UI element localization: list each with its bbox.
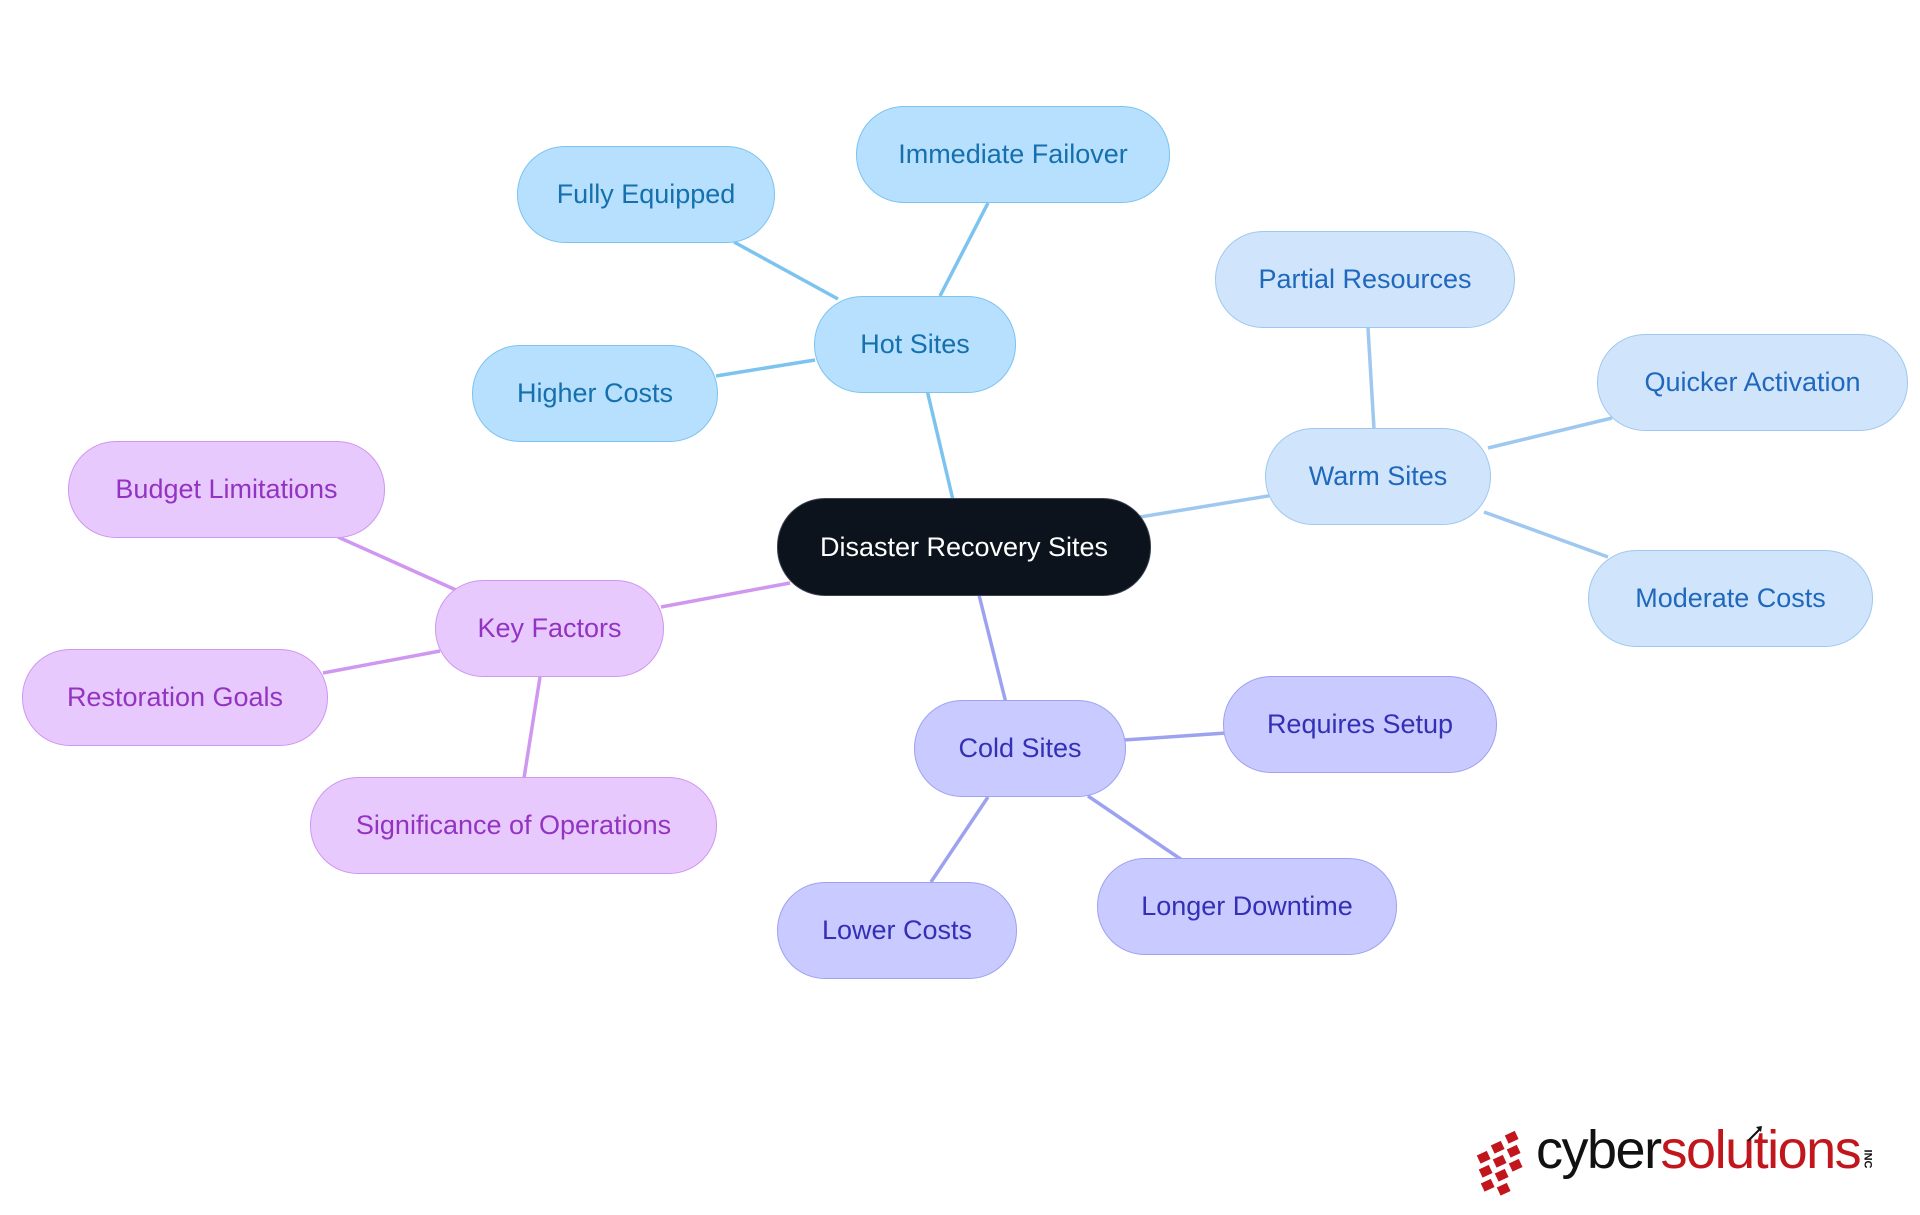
link-key-significance <box>522 676 542 779</box>
leaf-node-budget-limitations[interactable]: Budget Limitations <box>68 441 385 538</box>
logo-text-solutions: solutions <box>1660 1120 1862 1180</box>
leaf-node-requires-setup[interactable]: Requires Setup <box>1223 676 1497 773</box>
leaf-node-quicker-activation[interactable]: Quicker Activation <box>1597 334 1908 431</box>
leaf-node-partial-resources[interactable]: Partial Resources <box>1215 231 1515 328</box>
link-hot-fully-equipped <box>733 240 839 301</box>
leaf-node-moderate-costs[interactable]: Moderate Costs <box>1588 550 1873 647</box>
logo-arrow-icon <box>1747 1126 1762 1142</box>
root-node[interactable]: Disaster Recovery Sites <box>777 498 1151 596</box>
leaf-node-lower-costs[interactable]: Lower Costs <box>777 882 1017 979</box>
link-warm-partial-resources <box>1366 327 1376 430</box>
leaf-node-fully-equipped[interactable]: Fully Equipped <box>517 146 775 243</box>
branch-node-hot-sites[interactable]: Hot Sites <box>814 296 1016 393</box>
leaf-node-significance-of-operations[interactable]: Significance of Operations <box>310 777 717 874</box>
logo-wordmark: cybersolutions <box>1536 1120 1862 1180</box>
link-root-warm <box>1139 493 1275 519</box>
leaf-node-longer-downtime[interactable]: Longer Downtime <box>1097 858 1397 955</box>
link-hot-higher-costs <box>715 358 816 378</box>
branch-node-cold-sites[interactable]: Cold Sites <box>914 700 1126 797</box>
link-root-key <box>660 581 791 609</box>
link-root-hot <box>925 389 955 501</box>
leaf-node-higher-costs[interactable]: Higher Costs <box>472 345 718 442</box>
branch-node-key-factors[interactable]: Key Factors <box>435 580 664 677</box>
cybersolutions-logo: cybersolutions INC <box>1466 1123 1886 1201</box>
link-cold-requires-setup <box>1123 731 1227 742</box>
link-cold-lower-costs <box>929 796 990 883</box>
link-root-cold <box>977 594 1008 704</box>
logo-mark-icon <box>1476 1130 1523 1196</box>
branch-node-warm-sites[interactable]: Warm Sites <box>1265 428 1491 525</box>
link-key-budget-limitations <box>337 535 457 592</box>
link-key-restoration-goals <box>322 649 441 675</box>
leaf-node-immediate-failover[interactable]: Immediate Failover <box>856 106 1170 203</box>
link-cold-longer-downtime <box>1087 794 1183 862</box>
link-warm-quicker-activation <box>1487 416 1613 450</box>
logo-text-cyber: cyber <box>1536 1120 1662 1180</box>
link-hot-immediate-failover <box>938 202 990 297</box>
link-warm-moderate-costs <box>1483 510 1609 559</box>
leaf-node-restoration-goals[interactable]: Restoration Goals <box>22 649 328 746</box>
logo-inc-label: INC <box>1861 1149 1874 1169</box>
